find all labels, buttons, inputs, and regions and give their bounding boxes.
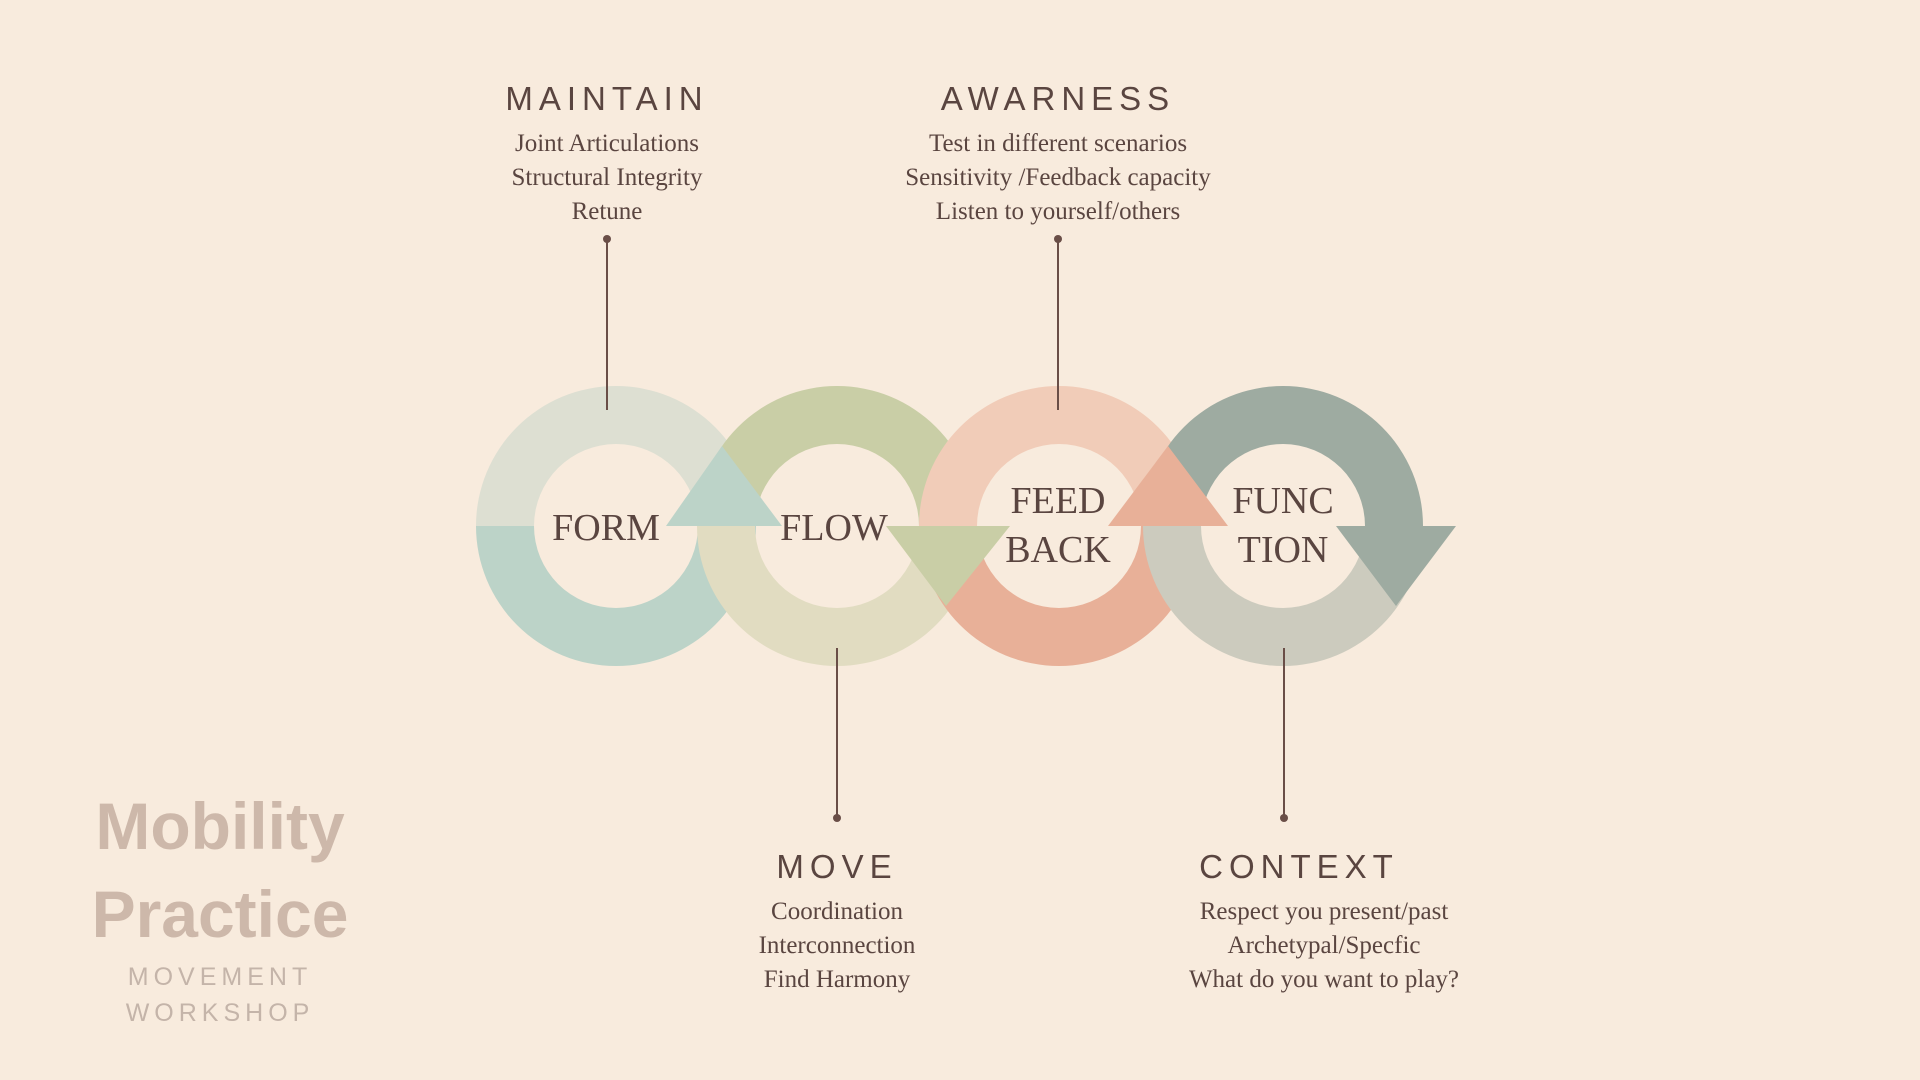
brand-subtitle-line2: WORKSHOP bbox=[125, 999, 315, 1027]
label-line: Retune bbox=[571, 198, 643, 225]
label-line: Sensitivity /Feedback capacity bbox=[905, 164, 1211, 191]
arrow-down-function bbox=[1336, 526, 1456, 606]
ring-label-feedback-line1: FEED bbox=[1011, 480, 1106, 522]
label-line: Respect you present/past bbox=[1199, 898, 1449, 925]
connector-context bbox=[1280, 648, 1288, 822]
label-block-maintain: MAINTAIN Joint Articulations Structural … bbox=[457, 79, 757, 229]
label-heading-awareness: AWARNESS bbox=[940, 80, 1176, 117]
ring-feedback bbox=[919, 386, 1199, 666]
label-line: Joint Articulations bbox=[514, 130, 700, 157]
label-line: Interconnection bbox=[758, 932, 916, 959]
arrow-down-flow bbox=[886, 526, 1010, 606]
ring-label-form: FORM bbox=[552, 507, 660, 549]
ring-flow-top-arc bbox=[697, 386, 977, 526]
brand-subtitle-line1: MOVEMENT bbox=[127, 963, 313, 991]
label-heading-maintain: MAINTAIN bbox=[505, 80, 709, 117]
label-block-context: CONTEXT Respect you present/past Archety… bbox=[1099, 847, 1499, 997]
ring-function-bottom-arc bbox=[1143, 526, 1423, 666]
ring-form bbox=[476, 386, 756, 666]
label-block-awareness: AWARNESS Test in different scenarios Sen… bbox=[858, 79, 1258, 229]
brand-title-line1: Mobility bbox=[95, 789, 345, 863]
ring-label-flow: FLOW bbox=[780, 507, 888, 549]
ring-flow-bottom-arc bbox=[697, 526, 977, 666]
brand-title-line2: Practice bbox=[91, 877, 349, 951]
connector-awareness bbox=[1054, 235, 1062, 410]
ring-label-function-line2: TION bbox=[1238, 529, 1329, 571]
ring-label-function-line1: FUNC bbox=[1232, 480, 1333, 522]
ring-function-top-arc bbox=[1143, 386, 1423, 526]
label-line: What do you want to play? bbox=[1188, 966, 1460, 993]
ring-feedback-top-arc bbox=[919, 386, 1199, 526]
ring-label-feedback-line2: BACK bbox=[1005, 529, 1111, 571]
label-line: Coordination bbox=[771, 898, 903, 925]
label-heading-move: MOVE bbox=[776, 848, 898, 885]
ring-feedback-bottom-arc bbox=[919, 526, 1199, 666]
brand-block: Mobility Practice MOVEMENT WORKSHOP bbox=[60, 782, 380, 1030]
label-block-move: MOVE Coordination Interconnection Find H… bbox=[687, 847, 987, 997]
label-heading-context: CONTEXT bbox=[1199, 848, 1399, 885]
label-line: Listen to yourself/others bbox=[935, 198, 1181, 225]
connector-move bbox=[833, 648, 841, 822]
ring-form-top-arc bbox=[476, 386, 756, 526]
connector-maintain bbox=[603, 235, 611, 410]
arrow-up-form bbox=[666, 446, 782, 526]
label-line: Structural Integrity bbox=[511, 164, 703, 191]
label-line: Find Harmony bbox=[763, 966, 911, 993]
label-line: Archetypal/Specfic bbox=[1227, 932, 1421, 959]
arrow-up-feedback bbox=[1108, 446, 1228, 526]
ring-form-bottom-arc bbox=[476, 526, 756, 666]
ring-function bbox=[1143, 386, 1423, 666]
ring-flow bbox=[697, 386, 977, 666]
label-line: Test in different scenarios bbox=[928, 130, 1188, 157]
